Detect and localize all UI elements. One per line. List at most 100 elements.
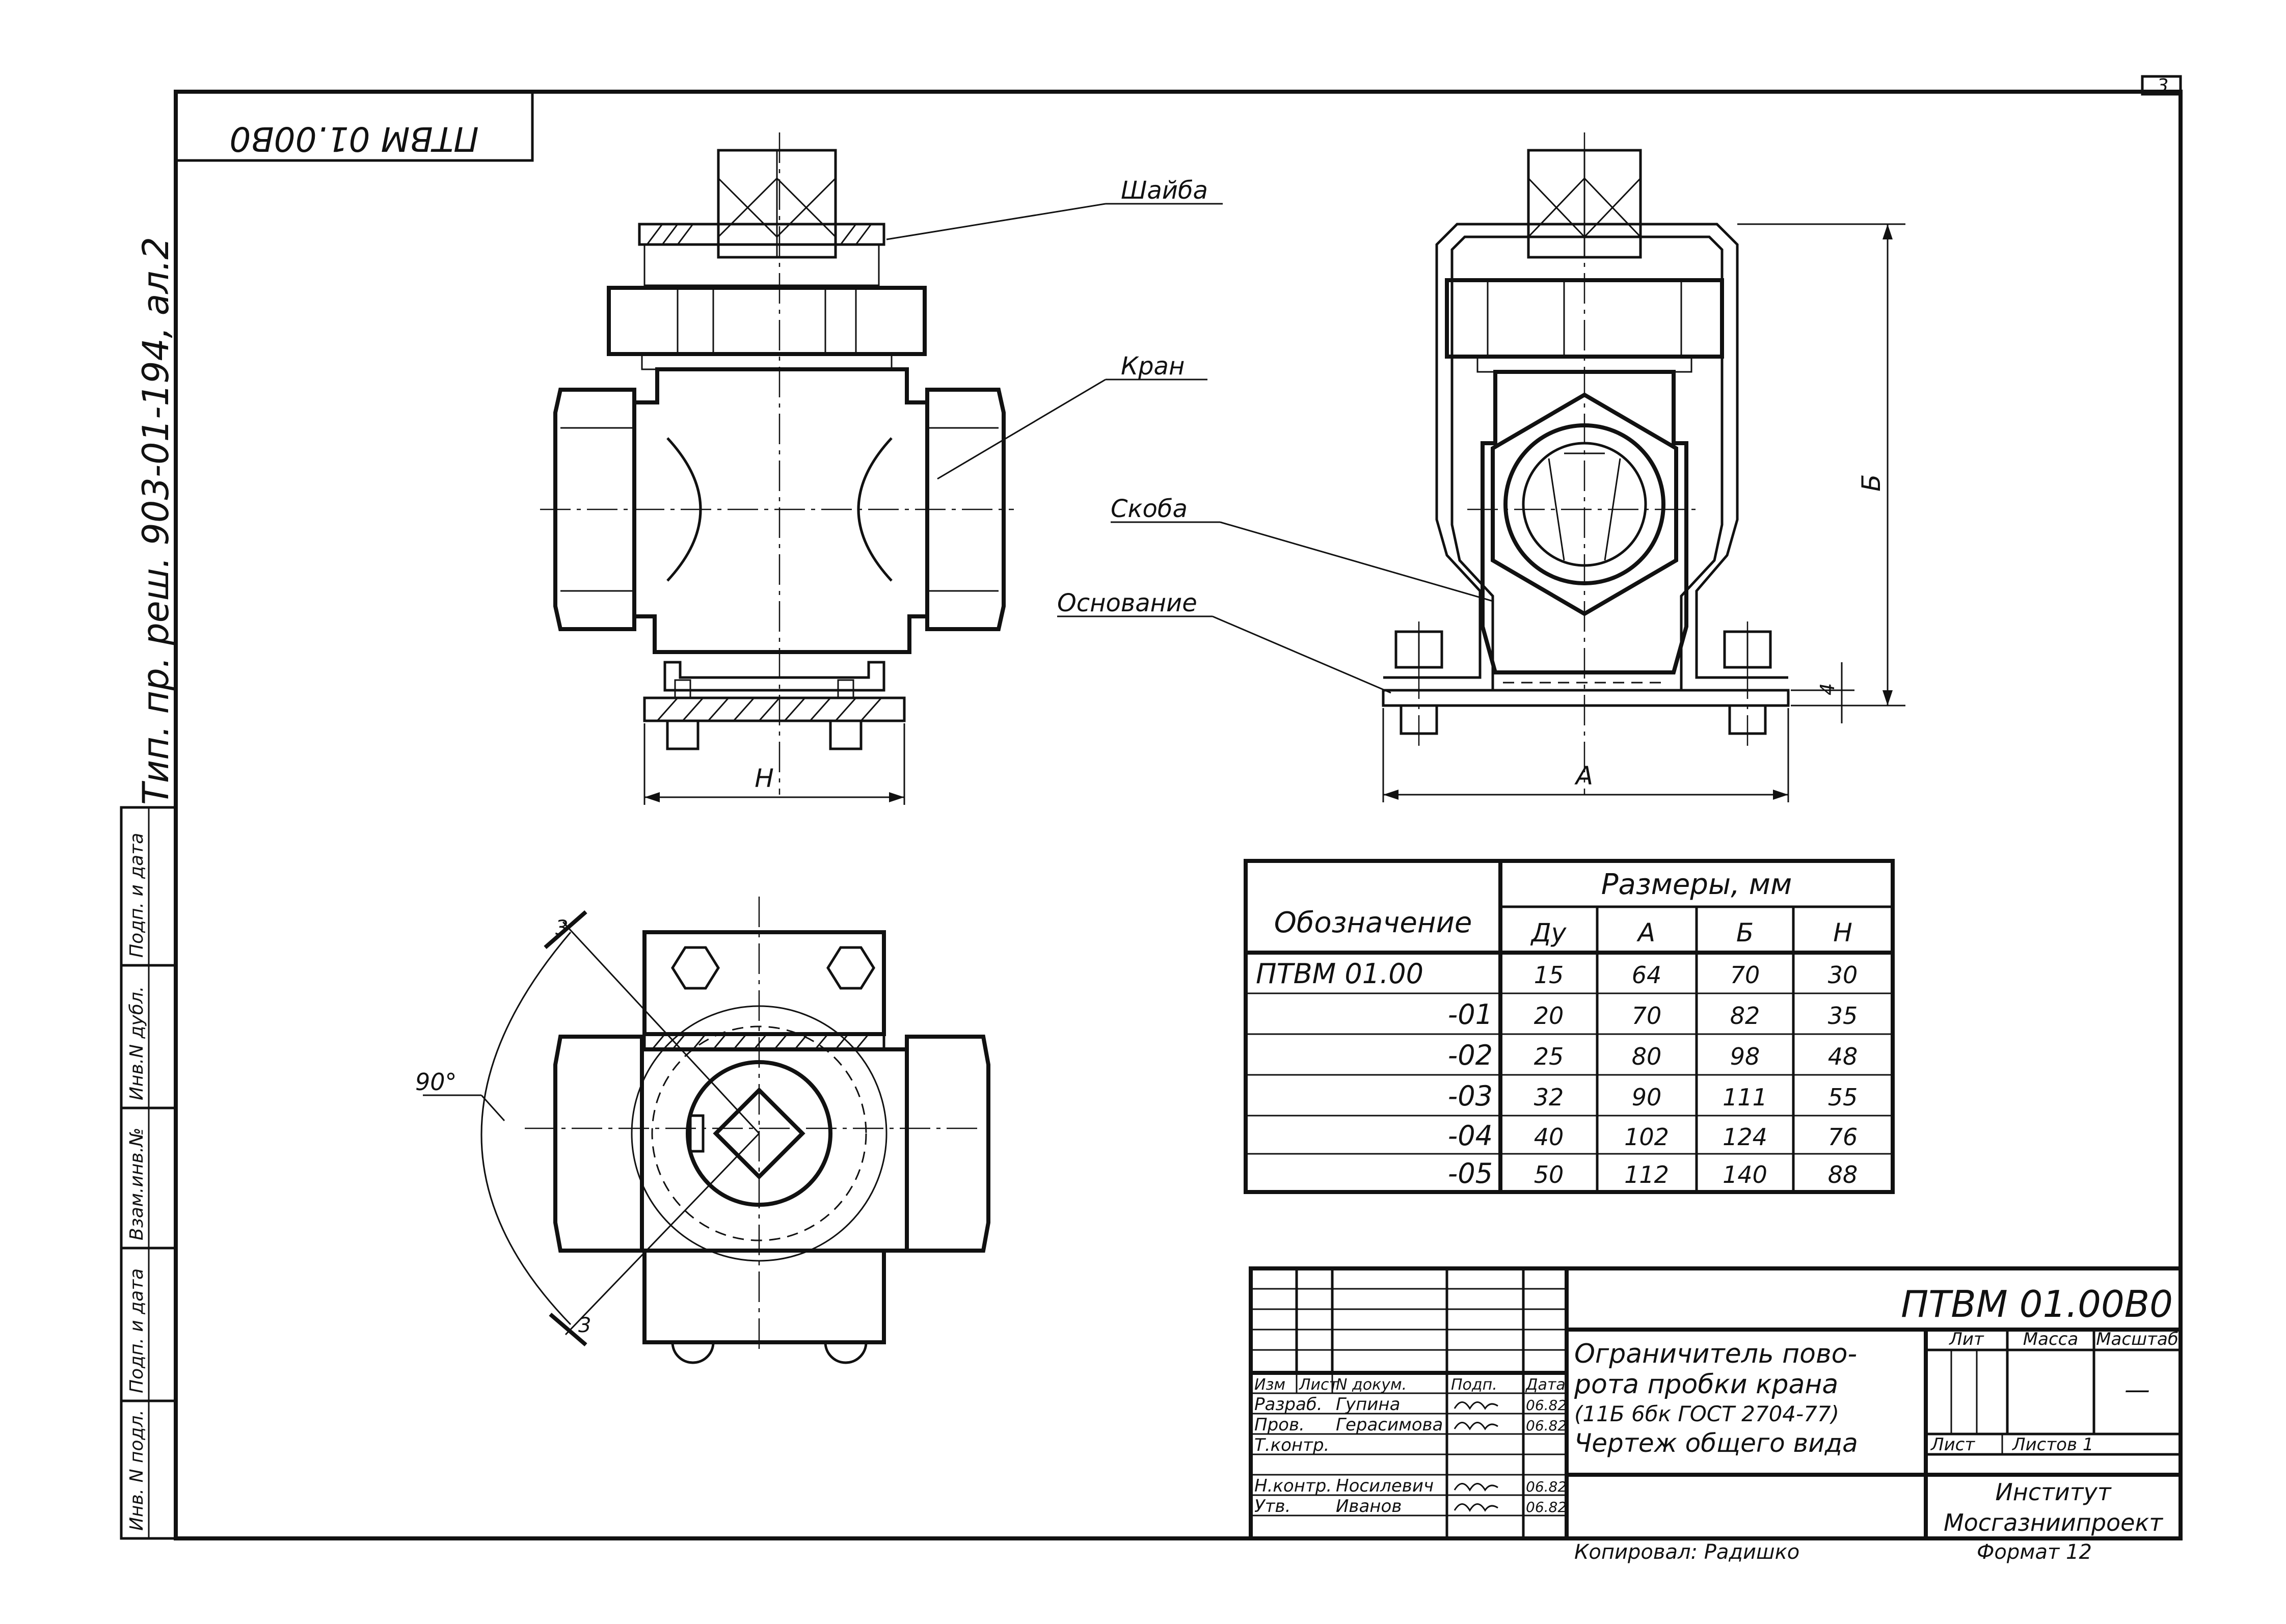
table-cell: 124 xyxy=(1723,1123,1767,1151)
table-row: -01 20 70 82 35 xyxy=(1448,998,1858,1031)
tb-scale-label: Масштаб xyxy=(2096,1329,2179,1349)
strip-label-replaced-inv: Взам.инв.№ xyxy=(126,1127,147,1240)
table-cell: 40 xyxy=(1534,1123,1564,1151)
tb-institute-line-2: Мосгазниипроект xyxy=(1944,1509,2163,1536)
tb-name: Иванов xyxy=(1336,1496,1402,1517)
table-cell: 112 xyxy=(1624,1161,1669,1188)
strip-label-sign-date-2: Подп. и дата xyxy=(126,833,147,958)
tb-date: 06.82 xyxy=(1526,1397,1567,1414)
strip-label-inv-orig: Инв. N подл. xyxy=(126,1410,147,1531)
callout-washer: Шайба xyxy=(1121,176,1208,205)
dimension-a-label: А xyxy=(1574,761,1593,791)
title-block xyxy=(1249,1266,2183,1540)
table-row-designation: -05 xyxy=(1448,1157,1493,1189)
tb-name: Герасимова xyxy=(1336,1415,1443,1435)
table-col-a: А xyxy=(1636,918,1655,948)
table-cell: 111 xyxy=(1723,1084,1767,1111)
table-cell: 90 xyxy=(1632,1084,1662,1111)
top-view xyxy=(423,897,990,1364)
table-cell: 48 xyxy=(1828,1043,1858,1070)
tb-header-signature: Подп. xyxy=(1451,1376,1497,1394)
table-header-designation: Обозначение xyxy=(1274,906,1472,939)
tb-role: Разраб. xyxy=(1254,1394,1323,1415)
table-cell: 55 xyxy=(1828,1084,1858,1111)
tb-header-change: Изм xyxy=(1254,1376,1285,1394)
table-row: -02 25 80 98 48 xyxy=(1448,1039,1858,1071)
tb-institute-line-1: Институт xyxy=(1995,1478,2111,1506)
tb-role: Утв. xyxy=(1254,1496,1290,1517)
table-row: -05 50 112 140 88 xyxy=(1448,1157,1858,1189)
section-mark-top: 3 xyxy=(555,916,568,940)
front-view xyxy=(540,132,1014,805)
callout-valve: Кран xyxy=(1121,352,1185,381)
copied-by-note: Копировал: Радишко xyxy=(1574,1540,1799,1564)
dimension-h-label: Н xyxy=(755,764,774,793)
strip-label-dup-inv: Инв.N дубл. xyxy=(126,986,147,1100)
tb-date: 06.82 xyxy=(1526,1499,1567,1515)
tb-mass-label: Масса xyxy=(2023,1329,2078,1349)
tb-name: Гупина xyxy=(1336,1394,1400,1415)
table-row: -04 40 102 124 76 xyxy=(1448,1120,1858,1152)
tb-header-date: Дата xyxy=(1525,1376,1566,1394)
table-cell: 50 xyxy=(1534,1161,1564,1188)
table-col-dn: Ду xyxy=(1530,918,1567,948)
tb-role: Пров. xyxy=(1254,1415,1305,1435)
table-cell: 30 xyxy=(1828,961,1858,989)
table-cell: 32 xyxy=(1534,1084,1564,1111)
tb-role: Т.контр. xyxy=(1254,1435,1329,1455)
section-mark-bottom: 3 xyxy=(578,1314,591,1337)
table-cell: 35 xyxy=(1828,1002,1858,1030)
table-col-b: Б xyxy=(1736,918,1754,948)
format-note: Формат 12 xyxy=(1977,1540,2092,1564)
tb-sheets-label: Листов 1 xyxy=(2011,1434,2093,1455)
angle-90-label: 90° xyxy=(415,1068,457,1096)
table-cell: 102 xyxy=(1624,1123,1669,1151)
side-project-reference: Тип. пр. реш. 903-01-194, ал.2 xyxy=(135,237,177,805)
size-table xyxy=(1244,859,1895,1194)
front-view-leaders xyxy=(886,203,1223,480)
title-document-code: ПТВМ 01.00В0 xyxy=(1901,1283,2173,1325)
table-cell: 80 xyxy=(1632,1043,1662,1070)
tb-header-sheet: Лист xyxy=(1299,1376,1339,1394)
rotated-stamp-code: ПТВМ 01.00В0 xyxy=(229,119,478,158)
tb-header-doc-number: N докум. xyxy=(1336,1376,1407,1394)
title-line-2: рота пробки крана xyxy=(1574,1369,1838,1400)
table-cell: 25 xyxy=(1534,1043,1564,1070)
dimension-4-label: 4 xyxy=(1816,683,1839,695)
table-row-designation: -01 xyxy=(1448,998,1493,1031)
table-cell: 140 xyxy=(1723,1161,1767,1188)
table-row-designation: -03 xyxy=(1448,1080,1493,1112)
title-line-1: Ограничитель пово- xyxy=(1574,1339,1857,1369)
tb-scale-value: — xyxy=(2124,1375,2150,1404)
side-view xyxy=(1382,132,1905,802)
table-cell: 76 xyxy=(1828,1123,1858,1151)
table-cell: 15 xyxy=(1534,961,1564,989)
tb-role: Н.контр. xyxy=(1254,1476,1332,1496)
table-cell: 20 xyxy=(1534,1002,1564,1030)
page-number: 3 xyxy=(2157,75,2169,96)
title-line-3: (11Б 6бк ГОСТ 2704-77) xyxy=(1574,1401,1839,1426)
left-strip-labels: Инв. N подл. Подп. и дата Взам.инв.№ Инв… xyxy=(126,833,147,1531)
tb-lit-label: Лит xyxy=(1948,1329,1984,1349)
tb-date: 06.82 xyxy=(1526,1478,1567,1495)
tb-sheet-label: Лист xyxy=(1930,1434,1975,1455)
table-row: ПТВМ 01.00 15 64 70 30 xyxy=(1256,958,1858,990)
callout-base: Основание xyxy=(1057,589,1197,617)
callout-bracket: Скоба xyxy=(1111,495,1188,523)
tb-name: Носилевич xyxy=(1336,1476,1434,1496)
table-row-designation: -04 xyxy=(1448,1120,1493,1152)
dimension-b-label: Б xyxy=(1857,474,1886,492)
table-cell: 98 xyxy=(1730,1043,1760,1070)
table-cell: 82 xyxy=(1730,1002,1760,1030)
table-cell: 70 xyxy=(1632,1002,1662,1030)
table-row: -03 32 90 111 55 xyxy=(1448,1080,1858,1112)
table-cell: 70 xyxy=(1730,961,1760,989)
tb-date: 06.82 xyxy=(1526,1417,1567,1434)
signature-scribbles xyxy=(1454,1401,1498,1512)
strip-label-sign-date-1: Подп. и дата xyxy=(126,1268,147,1393)
table-row-designation: ПТВМ 01.00 xyxy=(1256,958,1423,990)
table-cell: 88 xyxy=(1828,1161,1858,1188)
sheet-frame xyxy=(120,75,2183,1540)
title-line-4: Чертеж общего вида xyxy=(1574,1428,1858,1458)
